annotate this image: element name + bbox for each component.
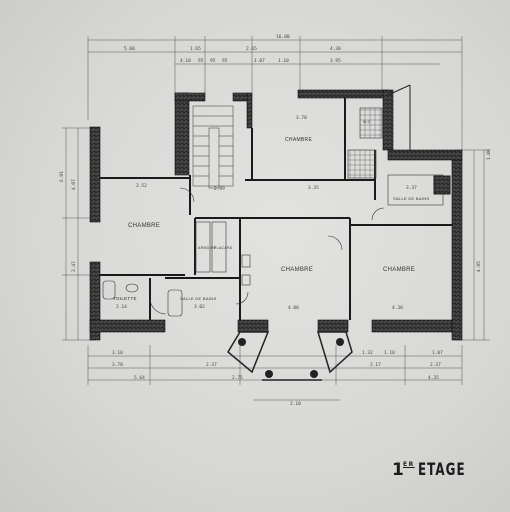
tiled-floors	[347, 107, 444, 206]
dim-sub-c: 95	[210, 59, 216, 64]
door-swings	[149, 187, 385, 315]
fixtures	[102, 221, 251, 317]
dim-center-a: 2.99	[214, 187, 225, 192]
bay-window	[227, 331, 353, 381]
dim-bot-i: 2.37	[430, 363, 441, 368]
room-label-chambre-east: CHAMBRE	[383, 267, 416, 273]
title-superscript: ER	[403, 461, 415, 468]
dim-top-b: 1.65	[190, 47, 201, 52]
room-label-salle-de-bains-sw: SALLE DE BAINS	[180, 296, 217, 301]
dim-bot-h: 2.17	[370, 363, 381, 368]
dim-top-d: 4.30	[330, 47, 341, 52]
room-label-toilette: TOILETTE	[113, 296, 137, 301]
title-word: ETAGE	[418, 460, 466, 480]
floor-title: 1 ER ETAGE	[392, 460, 465, 482]
title-number: 1	[392, 460, 406, 480]
room-label-chambre-center: CHAMBRE	[281, 267, 314, 273]
dim-top-g: 3.95	[330, 59, 341, 64]
dim-center-b: 3.35	[308, 186, 319, 191]
dimension-lines-sides	[62, 127, 490, 341]
dim-bot-bay: 2.10	[290, 402, 301, 407]
dim-bot-e: 1.32	[362, 351, 373, 356]
dim-sub-d: 95	[222, 59, 228, 64]
room-label-armoire: ARMOIRE	[198, 246, 217, 250]
dim-bot-a: 3.10	[112, 351, 123, 356]
dim-ne: 3.37	[406, 186, 417, 191]
dim-chambre-east: 4.38	[392, 306, 403, 311]
dim-bot-k: 5.64	[134, 376, 145, 381]
dim-left-b: 4.07	[72, 179, 77, 190]
dim-sdb: 3.02	[194, 305, 205, 310]
dim-top-a: 5.60	[124, 47, 135, 52]
dim-toilette: 2.14	[116, 305, 127, 310]
dimension-lines-top	[87, 36, 463, 160]
room-label-placard: PLACARD	[214, 246, 233, 250]
interior-walls	[100, 98, 452, 320]
staircase	[192, 105, 234, 189]
dim-bot-j: 4.35	[428, 376, 439, 381]
dim-bot-b: 3.78	[112, 363, 123, 368]
room-label-salle-de-bains-ne: SALLE DE BAINS	[393, 196, 430, 201]
dim-chambre-nw: 3.52	[136, 184, 147, 189]
balcony	[387, 84, 451, 195]
dim-sub-a: 4.18	[180, 59, 191, 64]
dim-sub-b: 95	[198, 59, 204, 64]
dim-top-f: 1.10	[278, 59, 289, 64]
room-label-chambre-nw: CHAMBRE	[128, 223, 161, 229]
dim-bot-g: 1.07	[432, 351, 443, 356]
dim-top-total: 16.00	[276, 35, 290, 40]
dim-chambre-center: 4.00	[288, 306, 299, 311]
exterior-walls	[89, 89, 463, 341]
dim-left-a: 6.91	[60, 171, 65, 182]
dim-right-b: 1.00	[487, 149, 492, 160]
dim-bot-c: 2.37	[206, 363, 217, 368]
dim-top-e: 1.07	[254, 59, 265, 64]
dimension-lines-bottom	[87, 345, 463, 401]
dim-top-c: 2.65	[246, 47, 257, 52]
dim-bot-d: 2.75	[232, 376, 243, 381]
dim-bot-f: 1.10	[384, 351, 395, 356]
room-label-chambre-top: CHAMBRE	[285, 137, 313, 143]
dim-right-a: 4.95	[477, 261, 482, 272]
dim-left-c: 3.47	[72, 261, 77, 272]
room-label-wc: W.C.	[363, 120, 372, 124]
dim-chambre-top: 3.70	[296, 116, 307, 121]
